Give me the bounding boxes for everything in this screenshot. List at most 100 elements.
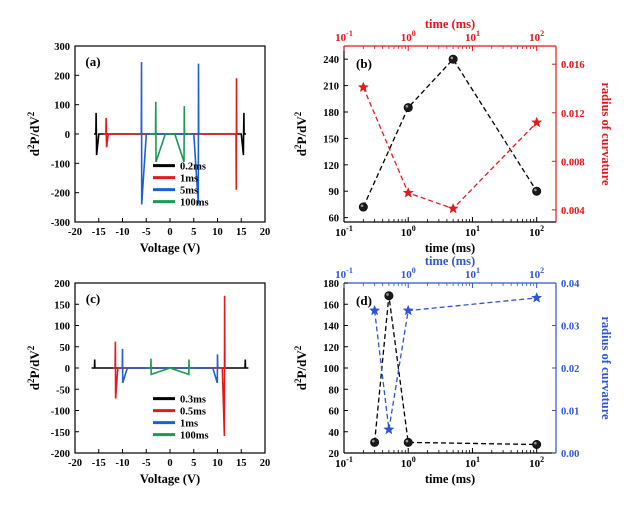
- x-axis-title: time (ms): [425, 241, 475, 255]
- data-point-highlight: [450, 56, 454, 60]
- y-tick-label: 0: [65, 130, 70, 141]
- legend-label: 0.5ms: [180, 407, 206, 418]
- x-axis-title: time (ms): [425, 472, 475, 486]
- legend-label: 100ms: [180, 198, 209, 209]
- y2-tick-label: 0.004: [561, 206, 585, 217]
- x-tick-label: 5: [191, 227, 196, 238]
- x-tick-label: 101: [465, 224, 480, 239]
- x-tick-label: 5: [191, 458, 196, 469]
- data-point-sphere: [403, 437, 413, 447]
- x-tick-label: 20: [260, 227, 271, 238]
- y-tick-label: -50: [56, 385, 70, 396]
- y2-axis-title: radius of curvature: [599, 316, 613, 420]
- panel-label: (a): [85, 54, 100, 69]
- series-line-1ms: [120, 348, 220, 384]
- x2-tick-label: 100: [401, 29, 416, 44]
- y-tick-label: 160: [323, 300, 339, 311]
- x-axis-title: Voltage (V): [140, 241, 200, 255]
- data-point-sphere: [384, 291, 394, 301]
- legend-label: 1ms: [180, 174, 198, 185]
- x-tick-label: 100: [401, 455, 416, 470]
- data-point-highlight: [534, 188, 537, 192]
- x-tick-label: -15: [92, 227, 106, 238]
- x-tick-label: 15: [236, 227, 247, 238]
- y-axis-title: d2P/dV2: [293, 111, 309, 156]
- y2-tick-label: 0.008: [561, 157, 585, 168]
- panel-label: (c): [86, 291, 100, 306]
- data-point-star: [531, 291, 543, 303]
- x-tick-label: -20: [68, 458, 82, 469]
- x-tick-label: -20: [68, 227, 82, 238]
- x2-tick-label: 102: [529, 29, 544, 44]
- x2-tick-label: 10-1: [335, 29, 353, 44]
- y-tick-label: 180: [323, 108, 339, 119]
- x-tick-label: 10: [212, 227, 223, 238]
- y-tick-label: 90: [329, 187, 340, 198]
- legend-label: 0.2ms: [180, 162, 206, 173]
- series-line-100ms: [146, 358, 194, 376]
- x-tick-label: 101: [465, 455, 480, 470]
- y-tick-label: -200: [51, 449, 70, 460]
- y2-tick-label: 0.03: [561, 322, 579, 333]
- y-tick-label: 210: [323, 82, 339, 93]
- data-point-sphere: [532, 439, 542, 449]
- x-tick-label: -5: [142, 227, 151, 238]
- y-tick-label: 100: [323, 364, 339, 375]
- data-point-star: [383, 423, 395, 435]
- x-axis-title: Voltage (V): [140, 472, 200, 486]
- y-tick-label: 120: [323, 343, 339, 354]
- x-tick-label: 0: [167, 227, 172, 238]
- data-point-star: [357, 81, 369, 93]
- legend-label: 5ms: [180, 186, 198, 197]
- x2-tick-label: 101: [465, 29, 480, 44]
- x-tick-label: 15: [236, 458, 247, 469]
- y-tick-label: 20: [329, 449, 340, 460]
- x-tick-label: 20: [260, 458, 271, 469]
- panel-3: 10-110-110010010110110210220406080100120…: [293, 254, 613, 486]
- x2-tick-label: 102: [529, 266, 544, 281]
- data-point-sphere: [532, 186, 542, 196]
- y-tick-label: 200: [54, 71, 70, 82]
- y-tick-label: -100: [51, 407, 70, 418]
- data-point-highlight: [386, 293, 389, 296]
- x-tick-label: 10-1: [335, 455, 353, 470]
- x2-tick-label: 100: [401, 266, 416, 281]
- y-tick-label: 180: [323, 279, 339, 290]
- y2-tick-label: 0.04: [561, 279, 580, 290]
- x-tick-label: -5: [142, 458, 151, 469]
- y-tick-label: 100: [54, 322, 70, 333]
- panel-label: (d): [356, 293, 372, 308]
- y-tick-label: 150: [323, 134, 339, 145]
- series-dashed-line: [362, 87, 538, 210]
- x-tick-label: -10: [116, 227, 130, 238]
- panel-label: (b): [356, 56, 372, 71]
- x-tick-label: -10: [116, 458, 130, 469]
- x2-axis-title: time (ms): [425, 254, 475, 268]
- y2-tick-label: 0.016: [561, 60, 585, 71]
- y-tick-label: 0: [65, 364, 70, 375]
- data-point-highlight: [405, 105, 409, 108]
- data-point-star: [369, 304, 381, 316]
- y-tick-label: -100: [51, 159, 70, 170]
- y-tick-label: 240: [323, 55, 339, 66]
- x2-tick-label: 101: [465, 266, 480, 281]
- series-dashed-line: [373, 297, 537, 430]
- y-tick-label: -150: [51, 428, 70, 439]
- y2-tick-label: 0.02: [561, 364, 579, 375]
- x-tick-label: -15: [92, 458, 106, 469]
- y2-axis-title: radius of curvature: [599, 82, 613, 186]
- y-tick-label: 200: [54, 279, 70, 290]
- data-point-highlight: [372, 439, 375, 443]
- y-tick-label: -300: [51, 218, 70, 229]
- y-tick-label: 60: [329, 214, 340, 225]
- y-tick-label: 150: [54, 300, 70, 311]
- data-point-star: [402, 304, 414, 316]
- y-tick-label: 100: [54, 101, 70, 112]
- y2-tick-label: 0.012: [561, 109, 585, 120]
- x-tick-label: 10-1: [335, 224, 353, 239]
- data-point-highlight: [360, 204, 364, 208]
- data-point-star: [402, 186, 414, 198]
- y2-tick-label: 0.01: [561, 407, 579, 418]
- data-point-star: [531, 116, 543, 128]
